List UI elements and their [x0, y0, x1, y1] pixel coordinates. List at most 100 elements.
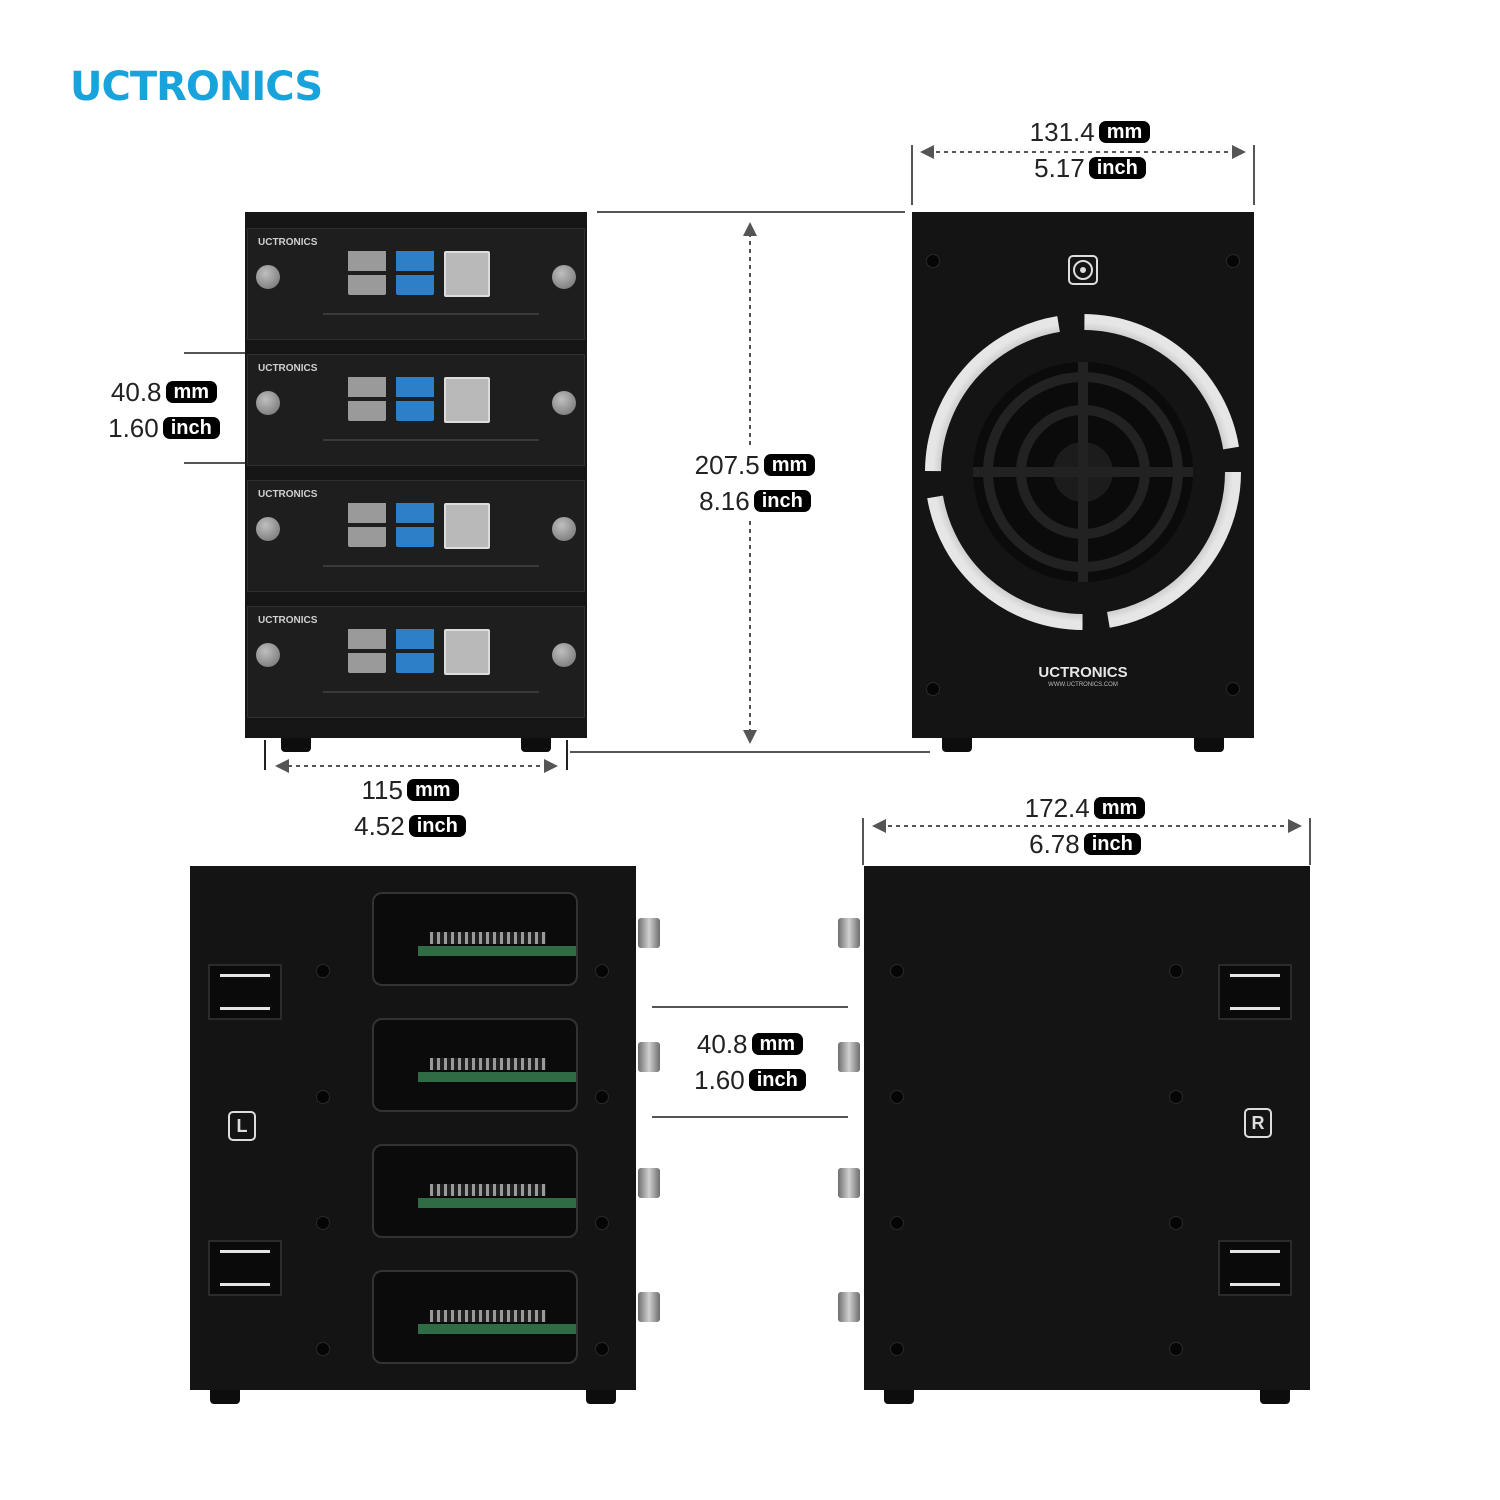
thumbscrew-icon — [638, 1292, 660, 1322]
screw-hole — [890, 964, 904, 978]
thumbscrew-icon — [638, 1042, 660, 1072]
carry-handle — [1218, 964, 1292, 1020]
card-slot — [323, 565, 539, 579]
screw-hole — [316, 1342, 330, 1356]
unit-badge: mm — [1093, 797, 1146, 819]
unit-badge: mm — [1098, 121, 1151, 143]
screw-hole — [595, 1342, 609, 1356]
back-brand: UCTRONICS — [1038, 664, 1128, 681]
thumbscrew-icon — [838, 918, 860, 948]
usb-a-port-icon — [348, 375, 386, 421]
usb3-port-icon — [396, 375, 434, 421]
usb3-port-icon — [396, 249, 434, 295]
board-window — [372, 1270, 578, 1364]
thumbscrew-icon — [838, 1168, 860, 1198]
board-header-pins — [430, 932, 546, 944]
side-label-right: R — [1244, 1108, 1272, 1138]
screw-hole — [316, 1216, 330, 1230]
screw-hole — [890, 1090, 904, 1104]
unit-badge: inch — [1088, 157, 1146, 179]
thumbscrew-icon — [552, 265, 576, 289]
card-slot — [323, 691, 539, 705]
drive-bay-panel: UCTRONICS — [247, 480, 585, 592]
board-header-pins — [430, 1184, 546, 1196]
fan-icon-small — [1068, 255, 1098, 285]
thumbscrew-icon — [838, 1292, 860, 1322]
rubber-foot — [1194, 738, 1224, 752]
rubber-foot — [521, 738, 551, 752]
carry-handle — [208, 1240, 282, 1296]
usb3-port-icon — [396, 501, 434, 547]
usb-a-port-icon — [348, 627, 386, 673]
screw-hole — [595, 1216, 609, 1230]
board-header-pins — [430, 1310, 546, 1322]
thumbscrew-icon — [256, 391, 280, 415]
rubber-foot — [281, 738, 311, 752]
card-slot — [323, 313, 539, 327]
board-window — [372, 892, 578, 986]
unit-badge: mm — [406, 779, 459, 801]
drive-bay-panel: UCTRONICS — [247, 228, 585, 340]
rubber-foot — [586, 1390, 616, 1404]
thumbscrew-icon — [256, 265, 280, 289]
right-side-view: R — [864, 866, 1310, 1404]
circuit-board — [418, 1324, 576, 1334]
carry-handle — [208, 964, 282, 1020]
thumbscrew-icon — [552, 643, 576, 667]
circuit-board — [418, 1198, 576, 1208]
screw-hole — [595, 964, 609, 978]
unit-badge: inch — [1083, 833, 1141, 855]
screw-hole — [1169, 1342, 1183, 1356]
usb-a-port-icon — [348, 249, 386, 295]
ethernet-port-icon — [444, 503, 490, 549]
board-window — [372, 1144, 578, 1238]
drive-bay-panel: UCTRONICS — [247, 354, 585, 466]
back-url: WWW.UCTRONICS.COM — [1048, 682, 1118, 688]
thumbscrew-icon — [838, 1042, 860, 1072]
rubber-foot — [942, 738, 972, 752]
unit-badge: inch — [753, 490, 811, 512]
rubber-foot — [1260, 1390, 1290, 1404]
ethernet-port-icon — [444, 251, 490, 297]
card-slot — [323, 439, 539, 453]
ethernet-port-icon — [444, 629, 490, 675]
brand-logo: UCTRONICS — [70, 64, 323, 110]
circuit-board — [418, 1072, 576, 1082]
thumbscrew-icon — [256, 643, 280, 667]
screw-hole — [926, 254, 940, 268]
board-header-pins — [430, 1058, 546, 1070]
unit-badge: mm — [165, 381, 218, 403]
thumbscrew-icon — [256, 517, 280, 541]
front-view-enclosure: UCTRONICS UCTRONICS UCTRONICS UCTRONICS — [245, 212, 587, 752]
thumbscrew-icon — [552, 391, 576, 415]
usb3-port-icon — [396, 627, 434, 673]
unit-badge: inch — [408, 815, 466, 837]
panel-brand: UCTRONICS — [258, 615, 318, 626]
screw-hole — [1226, 254, 1240, 268]
drive-bay-panel: UCTRONICS — [247, 606, 585, 718]
screw-hole — [1169, 964, 1183, 978]
thumbscrew-icon — [638, 1168, 660, 1198]
panel-brand: UCTRONICS — [258, 489, 318, 500]
circuit-board — [418, 946, 576, 956]
screw-hole — [1169, 1090, 1183, 1104]
usb-a-port-icon — [348, 501, 386, 547]
thumbscrew-icon — [552, 517, 576, 541]
unit-badge: mm — [763, 454, 816, 476]
unit-badge: inch — [748, 1069, 806, 1091]
unit-badge: inch — [162, 417, 220, 439]
screw-hole — [316, 964, 330, 978]
side-label-left: L — [228, 1111, 256, 1141]
board-window — [372, 1018, 578, 1112]
panel-brand: UCTRONICS — [258, 237, 318, 248]
rubber-foot — [210, 1390, 240, 1404]
rubber-foot — [884, 1390, 914, 1404]
carry-handle — [1218, 1240, 1292, 1296]
ethernet-port-icon — [444, 377, 490, 423]
screw-hole — [926, 682, 940, 696]
screw-hole — [1226, 682, 1240, 696]
